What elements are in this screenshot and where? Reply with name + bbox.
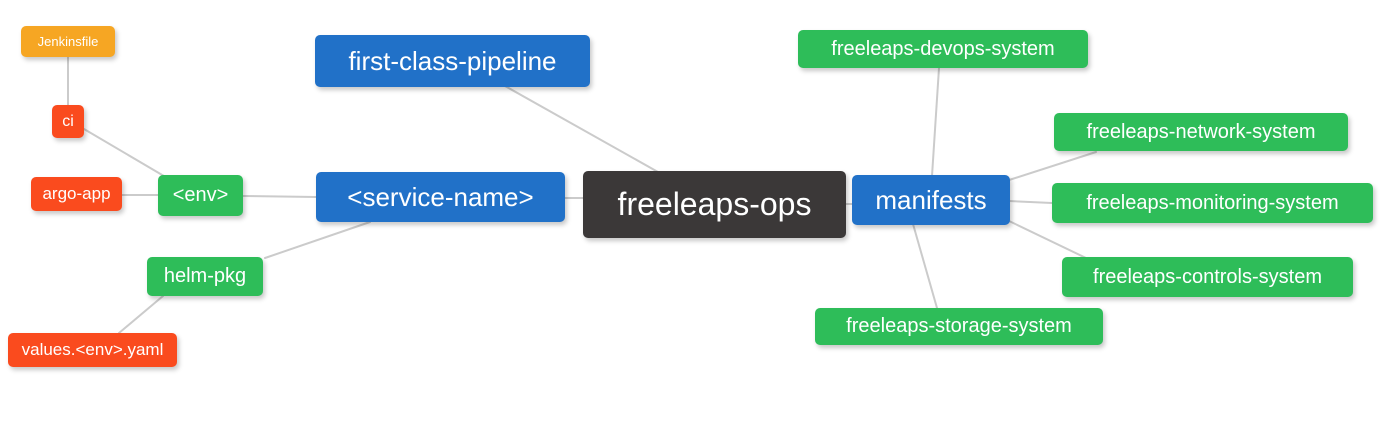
node-freeleaps-network-system[interactable]: freeleaps-network-system: [1054, 113, 1348, 151]
node-freeleaps-ops[interactable]: freeleaps-ops: [583, 171, 846, 238]
node-env[interactable]: <env>: [158, 175, 243, 216]
node-freeleaps-storage-system[interactable]: freeleaps-storage-system: [815, 308, 1103, 345]
node-jenkinsfile[interactable]: Jenkinsfile: [21, 26, 115, 57]
node-first-class-pipeline[interactable]: first-class-pipeline: [315, 35, 590, 87]
node-helm-pkg[interactable]: helm-pkg: [147, 257, 263, 296]
node-service-name[interactable]: <service-name>: [316, 172, 565, 222]
node-manifests[interactable]: manifests: [852, 175, 1010, 225]
node-freeleaps-controls-system[interactable]: freeleaps-controls-system: [1062, 257, 1353, 297]
node-freeleaps-devops-system[interactable]: freeleaps-devops-system: [798, 30, 1088, 68]
node-freeleaps-monitoring-system[interactable]: freeleaps-monitoring-system: [1052, 183, 1373, 223]
node-values-env-yaml[interactable]: values.<env>.yaml: [8, 333, 177, 367]
node-argo-app[interactable]: argo-app: [31, 177, 122, 211]
node-ci[interactable]: ci: [52, 105, 84, 138]
